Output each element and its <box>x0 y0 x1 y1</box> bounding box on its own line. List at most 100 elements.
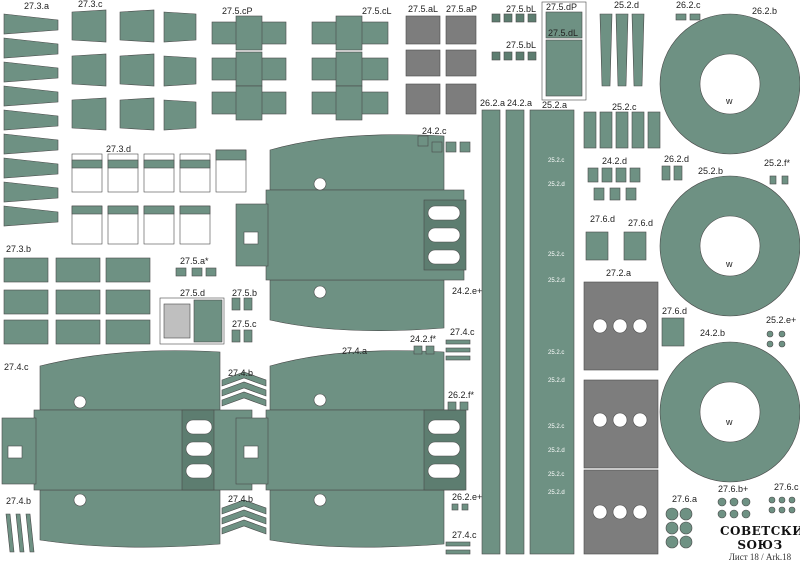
label-24-2-e-plus: 24.2.e+ <box>452 286 482 296</box>
part-27-6-b-plus <box>717 497 751 519</box>
label-27-4-c-left: 27.4.c <box>4 362 29 372</box>
label-26-2-a: 26.2.a <box>480 98 505 108</box>
strip-26-2-a <box>481 109 501 555</box>
part-25-2-e-plus <box>766 330 786 348</box>
wheel-ring-top <box>659 13 800 155</box>
part-27-5-d-box <box>541 1 587 101</box>
part-27-5-a-star <box>175 267 217 277</box>
strip-mark: 25.2.d <box>548 278 565 284</box>
part-27-6-d-combs <box>585 231 685 347</box>
label-27-6-d-c: 27.6.d <box>662 306 687 316</box>
part-27-2-a-holes <box>592 318 648 520</box>
label-w-bottom: w <box>725 417 733 427</box>
part-27-3-b <box>3 257 151 345</box>
strip-24-2-a <box>505 109 525 555</box>
label-27-4-b-bottom: 27.4.b <box>228 494 253 504</box>
part-27-6-c <box>768 496 796 514</box>
part-27-4-c <box>445 339 471 555</box>
hull-lower-left-slots <box>7 395 213 507</box>
part-26-2-c <box>675 13 701 21</box>
strip-marks: 25.2.c 25.2.d 25.2.c 25.2.d 25.2.c 25.2.… <box>548 158 565 496</box>
wheel-ring-bottom <box>659 341 800 483</box>
part-25-2-c <box>583 111 661 149</box>
part-26-2-e-plus <box>451 503 469 511</box>
label-26-2-e-plus: 26.2.e+ <box>452 492 482 502</box>
label-27-6-d-b: 27.6.d <box>628 218 653 228</box>
label-w-middle: w <box>725 259 733 269</box>
brand-title: СОВЕТСКИЙ SОЮЗ <box>720 524 800 552</box>
label-27-4-b-top: 27.4.b <box>228 368 253 378</box>
label-27-4-b-left: 27.4.b <box>6 496 31 506</box>
part-26-2-f <box>447 401 469 411</box>
part-27-3-c <box>71 9 197 131</box>
label-27-6-c: 27.6.c <box>774 482 799 492</box>
strip-mark: 25.2.d <box>548 448 565 454</box>
label-w-top: w <box>725 96 733 106</box>
label-26-2-d: 26.2.d <box>664 154 689 164</box>
part-27-3-a <box>3 13 59 227</box>
part-27-6-a <box>665 507 693 549</box>
part-27-5-b <box>231 297 253 311</box>
label-25-2-d: 25.2.d <box>614 0 639 10</box>
strip-mark: 25.2.c <box>548 472 564 478</box>
label-27-6-a: 27.6.a <box>672 494 697 504</box>
part-27-5-d <box>159 297 225 345</box>
sheet-number: Лист 18 / Ark.18 <box>728 552 792 562</box>
part-25-2-f <box>769 175 789 185</box>
strip-mark: 25.2.c <box>548 350 564 356</box>
part-27-5-bL <box>491 13 537 61</box>
label-27-5-aL: 27.5.aL <box>408 4 438 14</box>
label-26-2-f: 26.2.f* <box>448 390 475 400</box>
hull-part-lower-left <box>1 350 253 548</box>
label-27-3-a: 27.3.a <box>24 1 49 11</box>
label-24-2-d: 24.2.d <box>602 156 627 166</box>
label-27-4-a: 27.4.a <box>342 346 367 356</box>
label-27-3-d: 27.3.d <box>106 144 131 154</box>
label-27-5-a-star: 27.5.a* <box>180 256 209 266</box>
label-27-3-c: 27.3.c <box>78 0 103 9</box>
part-27-4-b-curves <box>5 513 35 553</box>
part-27-5-c-brackets <box>211 15 389 121</box>
label-27-3-b: 27.3.b <box>6 244 31 254</box>
label-27-4-c-top: 27.4.c <box>450 327 475 337</box>
hull-lower-middle-slots <box>243 393 461 507</box>
label-27-5-cL: 27.5.cL <box>362 6 392 16</box>
label-27-5-bL-bottom: 27.5.bL <box>506 40 536 50</box>
label-25-2-e-plus: 25.2.e+ <box>766 315 796 325</box>
label-27-5-dP: 27.5.dP <box>546 2 577 12</box>
part-27-3-d-fill <box>71 149 247 215</box>
label-24-2-a: 24.2.a <box>507 98 532 108</box>
strip-mark: 25.2.d <box>548 182 565 188</box>
part-24-2-f <box>413 345 435 355</box>
label-27-5-d: 27.5.d <box>180 288 205 298</box>
label-27-6-b-plus: 27.6.b+ <box>718 484 748 494</box>
part-26-2-d <box>661 165 683 181</box>
hull-part-upper <box>235 134 467 331</box>
hull-upper-slots <box>243 177 461 299</box>
label-26-2-b: 26.2.b <box>752 6 777 16</box>
wheel-ring-middle <box>659 175 800 317</box>
label-24-2-b: 24.2.b <box>700 328 725 338</box>
label-27-5-cP: 27.5.cP <box>222 6 253 16</box>
label-27-5-b: 27.5.b <box>232 288 257 298</box>
label-25-2-c: 25.2.c <box>612 102 637 112</box>
part-27-5-c <box>231 329 253 343</box>
part-24-2-d <box>587 167 641 201</box>
part-27-4-b-chevrons <box>221 371 267 535</box>
strip-mark: 25.2.c <box>548 158 564 164</box>
label-25-2-b: 25.2.b <box>698 166 723 176</box>
part-24-2-c <box>417 135 471 153</box>
label-25-2-f: 25.2.f* <box>764 158 791 168</box>
label-27-6-d-a: 27.6.d <box>590 214 615 224</box>
strip-25-2-a <box>529 109 575 555</box>
label-27-5-c: 27.5.c <box>232 319 257 329</box>
part-25-2-d <box>599 13 645 87</box>
label-27-2-a: 27.2.a <box>606 268 631 278</box>
strip-mark: 25.2.d <box>548 490 565 496</box>
part-27-5-a-grey <box>405 15 477 115</box>
part-labels: 27.3.a 27.3.c 27.5.cP 27.5.cL 27.5.aL 27… <box>4 0 799 540</box>
publisher-brand: СОВЕТСКИЙ SОЮЗ Лист 18 / Ark.18 <box>720 524 800 562</box>
strip-mark: 25.2.c <box>548 424 564 430</box>
label-25-2-a: 25.2.a <box>542 100 567 110</box>
